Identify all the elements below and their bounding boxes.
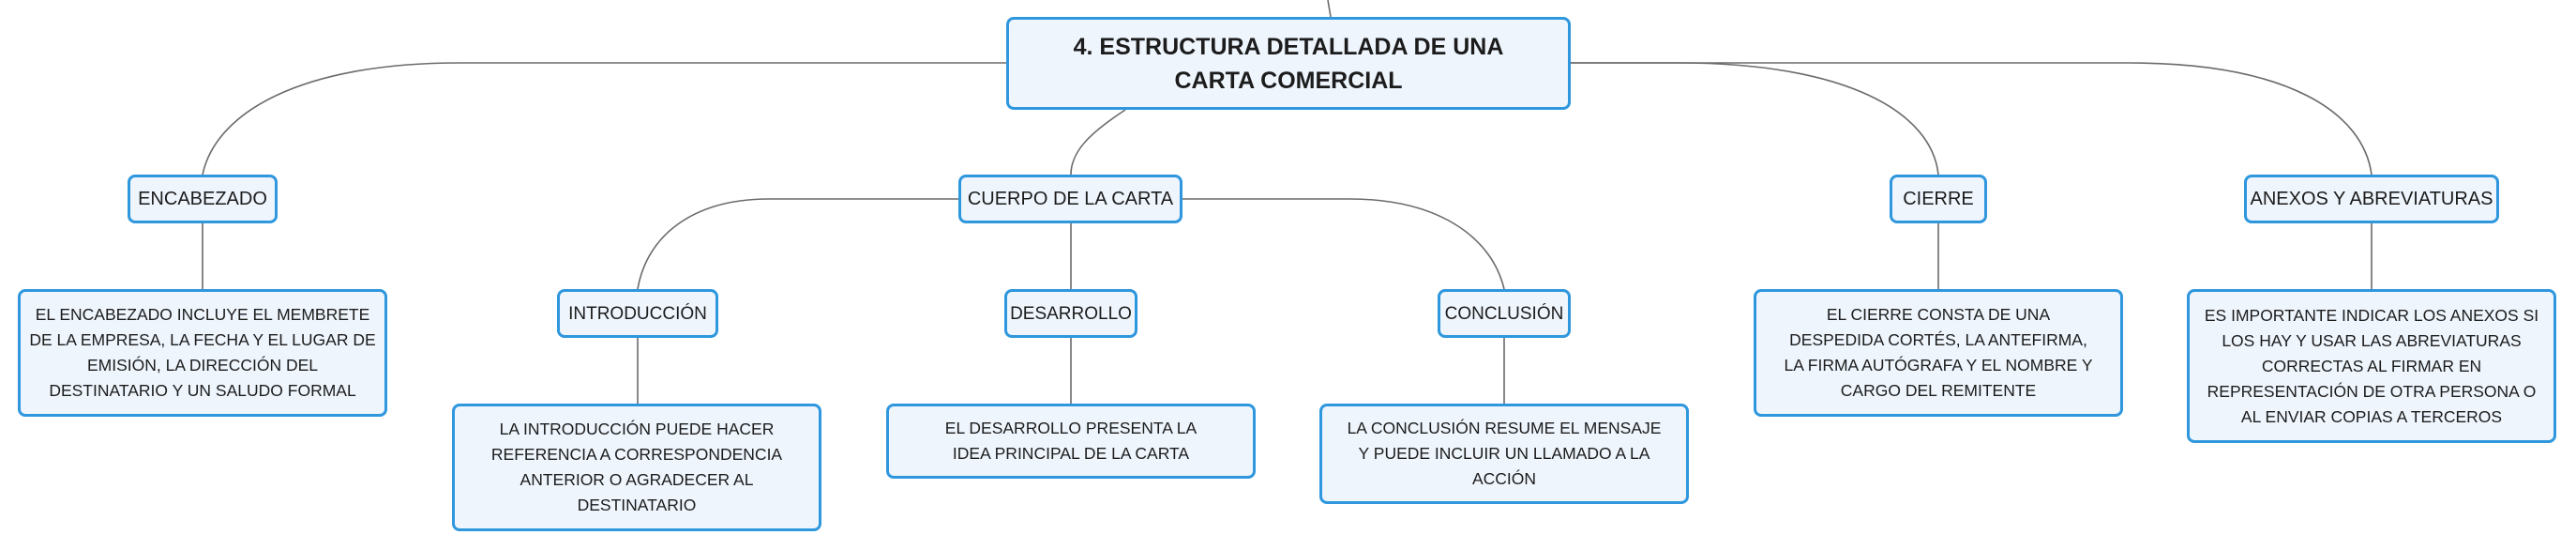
detail-introduccion-node[interactable]: LA INTRODUCCIÓN PUEDE HACER REFERENCIA A…	[452, 404, 821, 531]
detail-desarrollo-node[interactable]: EL DESARROLLO PRESENTA LA IDEA PRINCIPAL…	[886, 404, 1256, 479]
branch-cuerpo-node[interactable]: CUERPO DE LA CARTA	[958, 175, 1183, 223]
detail-anexos-text: ES IMPORTANTE INDICAR LOS ANEXOS SI LOS …	[2204, 305, 2539, 426]
branch-cuerpo-label: CUERPO DE LA CARTA	[967, 189, 1174, 209]
detail-introduccion-text: LA INTRODUCCIÓN PUEDE HACER REFERENCIA A…	[490, 420, 783, 514]
connector-cuerpo-conclusion	[1183, 198, 1505, 290]
detail-conclusion-node[interactable]: LA CONCLUSIÓN RESUME EL MENSAJE Y PUEDE …	[1319, 404, 1689, 504]
root-topic-label: 4. ESTRUCTURA DETALLADA DE UNA CARTA COM…	[1073, 33, 1504, 94]
subtopic-desarrollo-node[interactable]: DESARROLLO	[1004, 289, 1137, 338]
detail-encabezado-text: EL ENCABEZADO INCLUYE EL MEMBRETE DE LA …	[29, 305, 376, 400]
subtopic-desarrollo-label: DESARROLLO	[1010, 303, 1132, 324]
connector-root-encabezado	[202, 62, 1006, 176]
detail-conclusion-text: LA CONCLUSIÓN RESUME EL MENSAJE Y PUEDE …	[1347, 419, 1662, 488]
detail-cierre-text: EL CIERRE CONSTA DE UNA DESPEDIDA CORTÉS…	[1784, 305, 2093, 400]
connector-root-cierre	[1571, 62, 1939, 176]
detail-cierre-node[interactable]: EL CIERRE CONSTA DE UNA DESPEDIDA CORTÉS…	[1754, 289, 2123, 417]
branch-cierre-label: CIERRE	[1903, 189, 1974, 209]
branch-encabezado-node[interactable]: ENCABEZADO	[128, 175, 278, 223]
connector-root-cuerpo	[1070, 109, 1126, 176]
connector-root-anexos	[1571, 62, 2373, 176]
branch-anexos-node[interactable]: ANEXOS Y ABREVIATURAS	[2244, 175, 2499, 223]
root-topic-node[interactable]: 4. ESTRUCTURA DETALLADA DE UNA CARTA COM…	[1006, 17, 1571, 110]
branch-cierre-node[interactable]: CIERRE	[1890, 175, 1987, 223]
connector-root-parent	[1327, 0, 1332, 18]
subtopic-introduccion-label: INTRODUCCIÓN	[568, 303, 707, 324]
detail-encabezado-node[interactable]: EL ENCABEZADO INCLUYE EL MEMBRETE DE LA …	[18, 289, 387, 417]
connector-cuerpo-introduccion	[637, 198, 958, 290]
detail-desarrollo-text: EL DESARROLLO PRESENTA LA IDEA PRINCIPAL…	[944, 419, 1198, 463]
branch-anexos-label: ANEXOS Y ABREVIATURAS	[2250, 189, 2493, 209]
detail-anexos-node[interactable]: ES IMPORTANTE INDICAR LOS ANEXOS SI LOS …	[2187, 289, 2556, 443]
subtopic-conclusion-node[interactable]: CONCLUSIÓN	[1438, 289, 1571, 338]
subtopic-conclusion-label: CONCLUSIÓN	[1444, 303, 1564, 324]
subtopic-introduccion-node[interactable]: INTRODUCCIÓN	[557, 289, 718, 338]
branch-encabezado-label: ENCABEZADO	[138, 189, 267, 209]
